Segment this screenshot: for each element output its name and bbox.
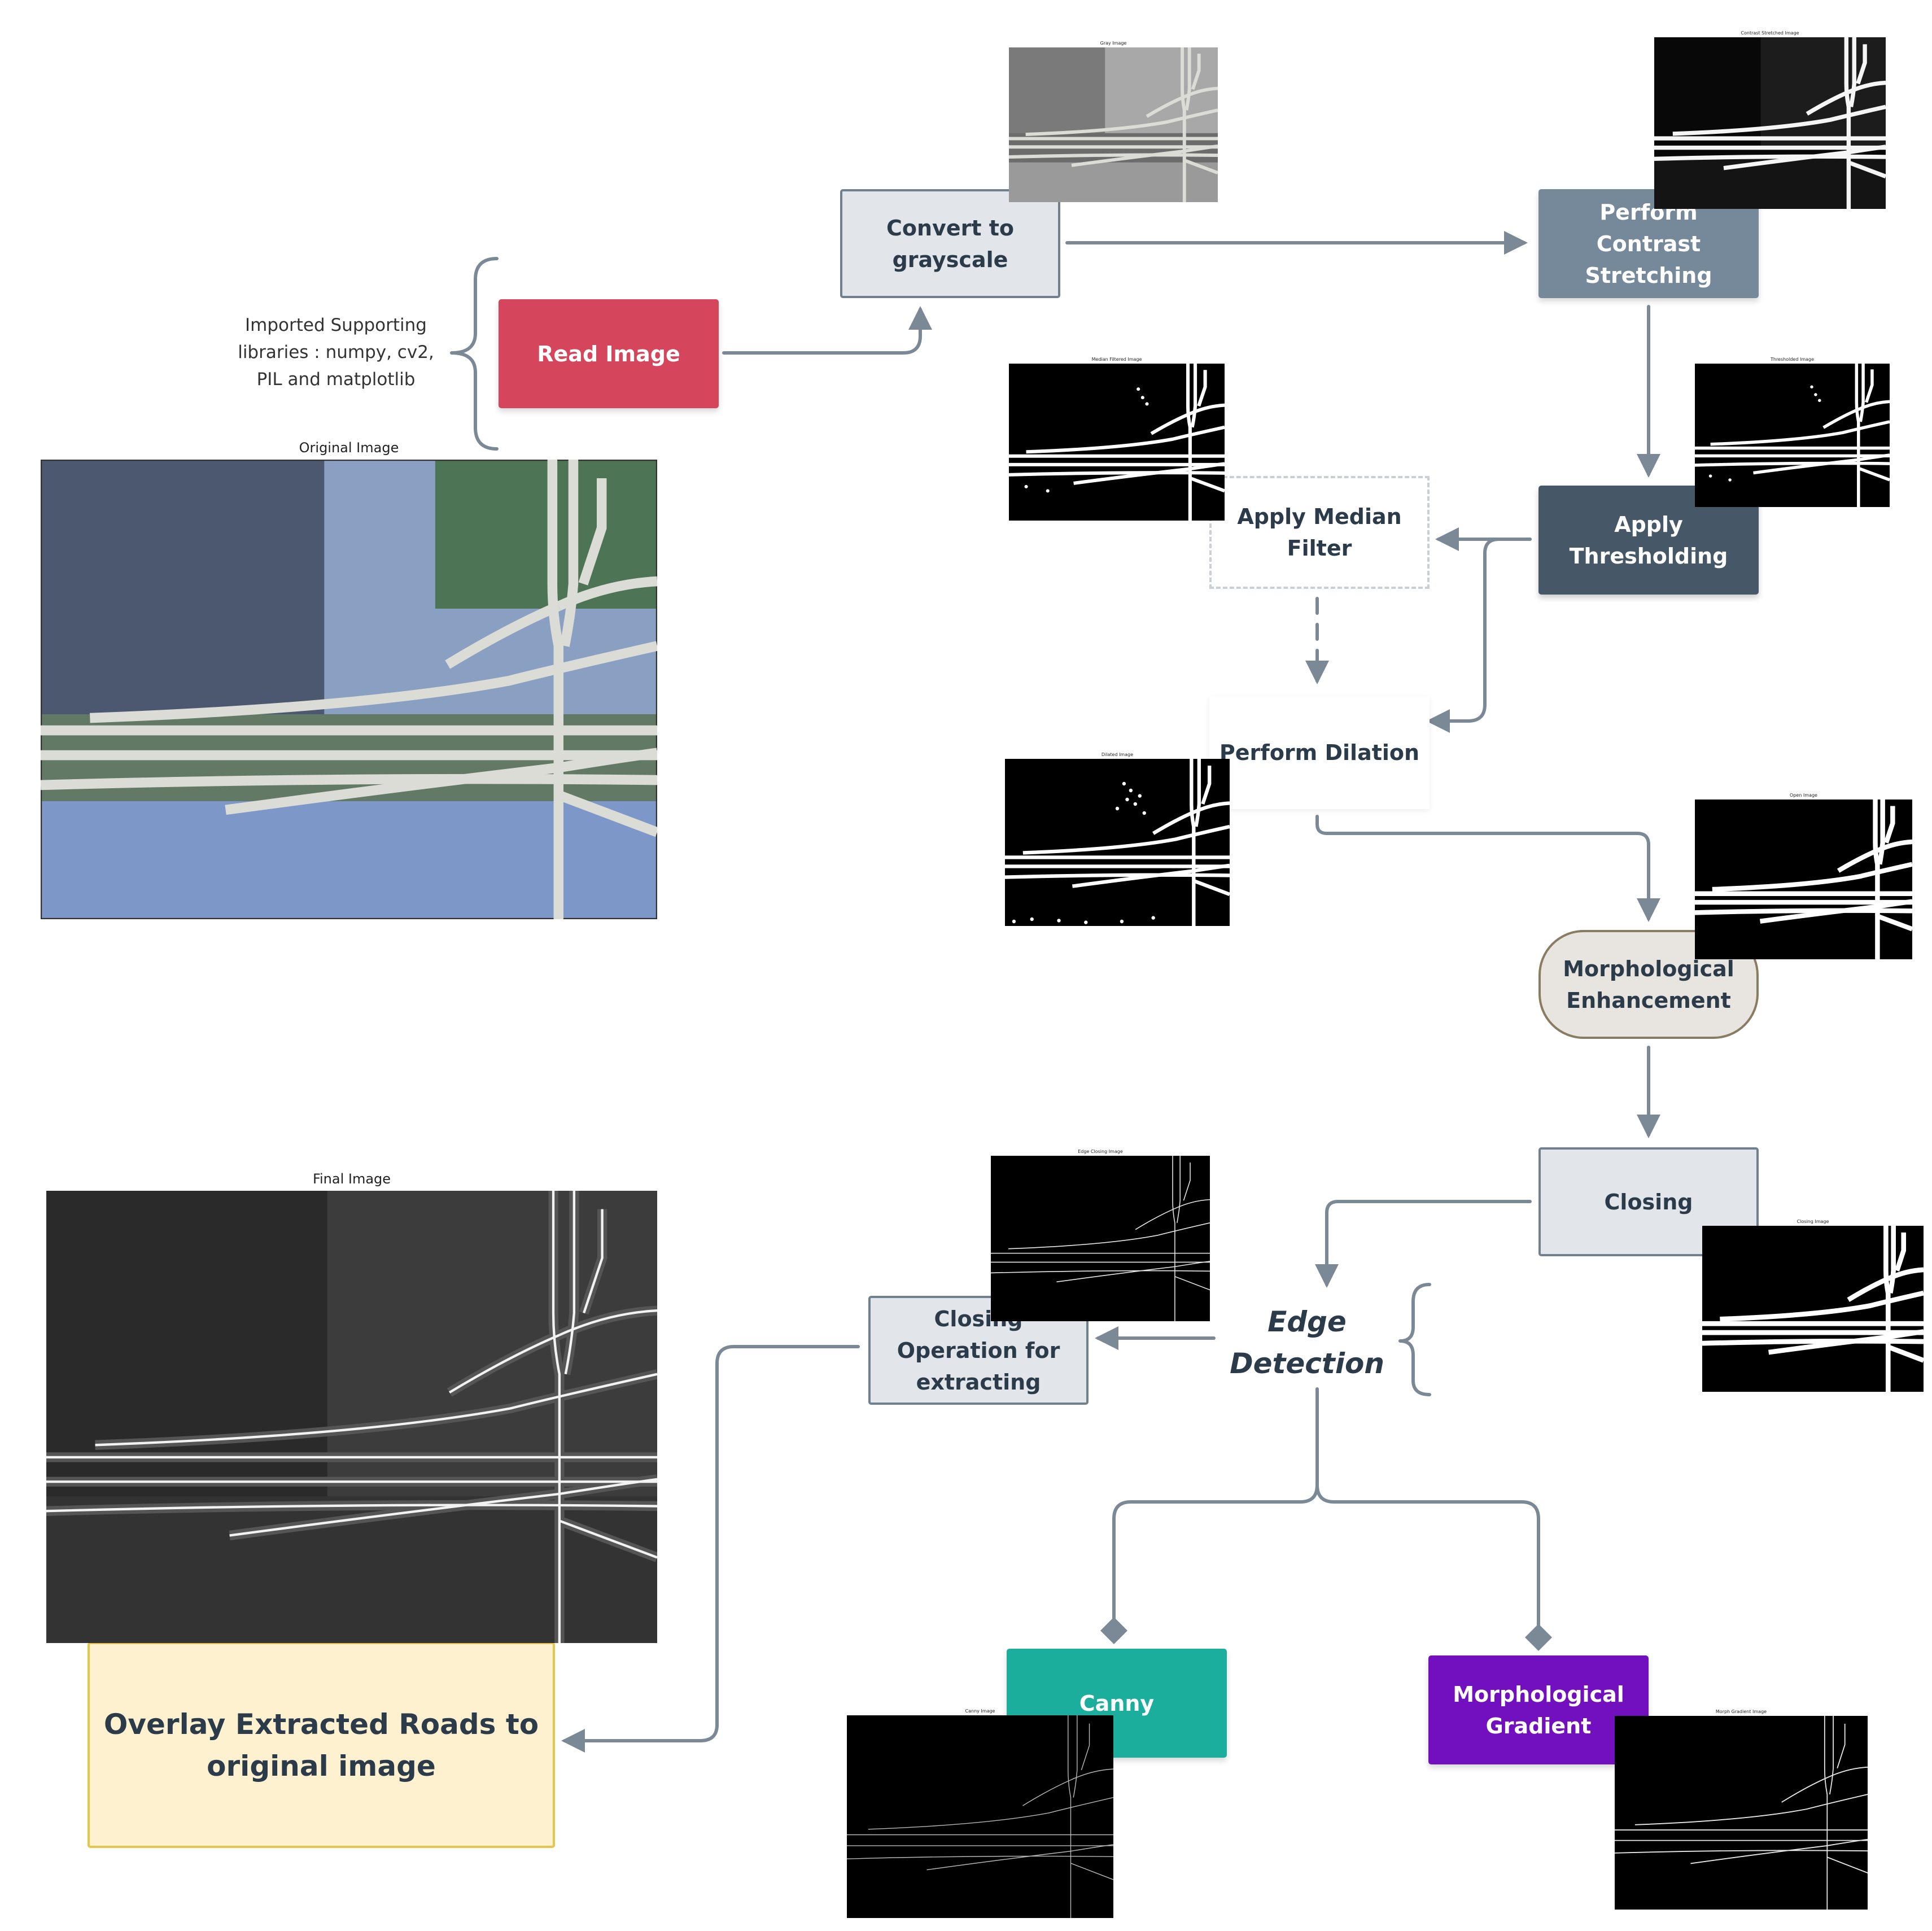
morph-gradient-image-panel: Morph Gradient Image xyxy=(1615,1708,1868,1910)
brace-edge-detection xyxy=(1398,1283,1431,1396)
contrast-image-panel: Contrast Stretched Image xyxy=(1654,29,1886,209)
edge-detection-label: Edge Detection xyxy=(1230,1305,1384,1380)
threshold-image-panel: Thresholded Image xyxy=(1695,356,1890,507)
morph-gradient-picture xyxy=(1615,1716,1868,1910)
thresholding-label: Apply Thresholding xyxy=(1569,512,1728,569)
canny-label: Canny xyxy=(1079,1690,1155,1716)
closing-label: Closing xyxy=(1604,1189,1693,1214)
canny-picture xyxy=(847,1715,1113,1918)
open-picture xyxy=(1695,800,1912,959)
grayscale-label: Convert to grayscale xyxy=(886,215,1014,272)
dilated-image-panel: Dilated Image xyxy=(1005,751,1230,926)
edge-closing-to-edge xyxy=(1315,1200,1532,1288)
canny-step: Canny xyxy=(1007,1649,1227,1758)
morphological-gradient-label: Morphological Gradient xyxy=(1453,1681,1624,1738)
open-image-title: Open Image xyxy=(1790,793,1817,798)
edge-threshold-to-dilation xyxy=(1426,538,1532,733)
edge-closingop-to-overlay xyxy=(561,1345,860,1753)
canny-image-title: Canny Image xyxy=(965,1709,995,1714)
morphological-gradient-step: Morphological Gradient xyxy=(1428,1655,1649,1764)
edge-detection-step: Edge Detection xyxy=(1214,1290,1400,1395)
original-image-panel: Original Image xyxy=(41,436,657,919)
brace-libraries xyxy=(450,257,499,451)
closing-step: Closing xyxy=(1538,1147,1759,1256)
read-image-step: Read Image xyxy=(499,299,719,408)
closing-image-title: Closing Image xyxy=(1797,1219,1829,1224)
contrast-picture xyxy=(1654,37,1886,209)
median-image-panel: Median Filtered Image xyxy=(1009,356,1225,521)
overlay-roads-label: Overlay Extracted Roads to original imag… xyxy=(103,1707,539,1783)
overlay-roads-step: Overlay Extracted Roads to original imag… xyxy=(88,1642,555,1848)
dilation-label: Perform Dilation xyxy=(1219,740,1420,765)
libraries-note: Imported Supporting libraries : numpy, c… xyxy=(238,315,434,390)
contrast-image-title: Contrast Stretched Image xyxy=(1741,30,1799,36)
closing-picture xyxy=(1702,1226,1924,1392)
edge-dilation-to-morph xyxy=(1315,815,1660,922)
final-picture xyxy=(46,1191,657,1643)
dilated-image-title: Dilated Image xyxy=(1101,752,1134,757)
open-image-panel: Open Image xyxy=(1695,792,1912,959)
edge-edge-to-canny xyxy=(1100,1387,1319,1644)
gray-image-panel: Gray Image xyxy=(1009,40,1218,202)
edge-closing-image-panel: Edge Closing Image xyxy=(991,1148,1210,1321)
closing-image-panel: Closing Image xyxy=(1702,1218,1924,1392)
original-picture xyxy=(41,460,657,919)
read-image-label: Read Image xyxy=(537,341,680,366)
canny-image-panel: Canny Image xyxy=(847,1707,1113,1918)
median-image-title: Median Filtered Image xyxy=(1091,357,1142,362)
morphological-enhancement-label: Morphological Enhancement xyxy=(1563,956,1734,1013)
gray-image-title: Gray Image xyxy=(1100,41,1127,46)
gray-picture xyxy=(1009,47,1218,202)
median-filter-label: Apply Median Filter xyxy=(1237,504,1402,561)
edge-edge-to-morphgrad xyxy=(1315,1483,1552,1651)
edge-closing-picture xyxy=(991,1156,1210,1321)
median-filter-step: Apply Median Filter xyxy=(1209,476,1430,589)
edge-read-to-gray xyxy=(722,306,932,355)
original-image-title: Original Image xyxy=(299,440,399,456)
median-picture xyxy=(1009,364,1225,521)
dilation-step: Perform Dilation xyxy=(1209,696,1430,809)
threshold-image-title: Thresholded Image xyxy=(1770,357,1815,362)
grayscale-step: Convert to grayscale xyxy=(840,189,1060,298)
edge-closing-image-title: Edge Closing Image xyxy=(1078,1149,1123,1154)
morph-gradient-image-title: Morph Gradient Image xyxy=(1715,1709,1767,1714)
dilated-picture xyxy=(1005,759,1230,926)
contrast-stretching-step: Perform Contrast Stretching xyxy=(1538,189,1759,298)
final-image-title: Final Image xyxy=(312,1171,391,1187)
threshold-picture xyxy=(1695,364,1890,507)
contrast-stretching-label: Perform Contrast Stretching xyxy=(1585,199,1712,288)
final-image-panel: Final Image xyxy=(46,1168,657,1643)
